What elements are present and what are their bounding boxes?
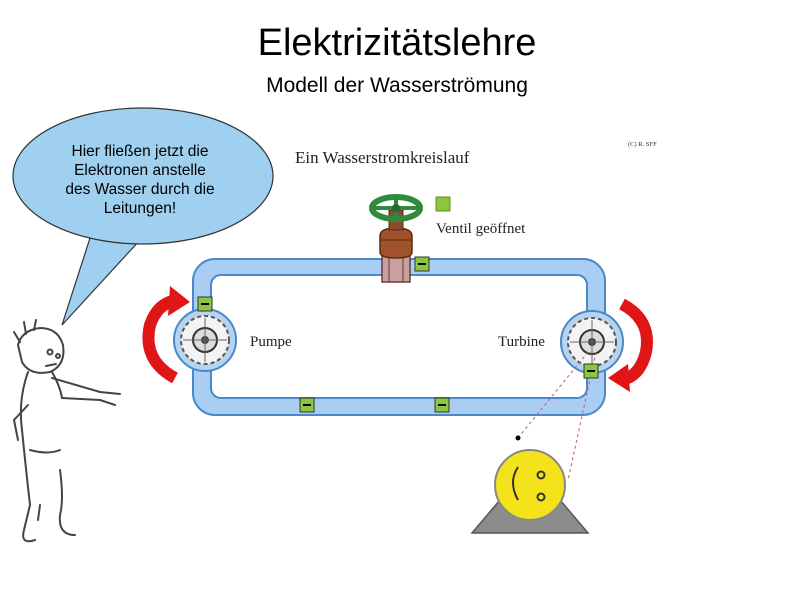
electron-marker	[583, 363, 599, 379]
turbine-label: Turbine	[498, 334, 545, 350]
valve-handwheel	[369, 194, 423, 222]
pump	[173, 308, 237, 372]
drive-belt	[517, 351, 597, 481]
pump-label: Pumpe	[250, 334, 292, 350]
page-subtitle: Modell der Wasserströmung	[266, 74, 528, 97]
speech-line: Hier fließen jetzt die	[71, 143, 209, 160]
speech-bubble-text: Hier fließen jetzt die Elektronen anstel…	[40, 142, 240, 218]
turbine	[560, 310, 624, 374]
copyright-note: (C) R. SFF	[628, 141, 657, 148]
valve	[369, 194, 423, 283]
electron-marker	[197, 296, 213, 312]
turbine-rotation-arrow	[608, 298, 653, 392]
speech-bubble	[12, 107, 274, 326]
electron-marker	[299, 397, 315, 413]
speech-line: Leitungen!	[103, 200, 177, 217]
electron-marker	[414, 256, 430, 272]
belt-dot	[515, 435, 521, 441]
generator-wheel	[470, 449, 590, 534]
page-title: Elektrizitätslehre	[257, 22, 537, 64]
diagram-heading: Ein Wasserstromkreislauf	[295, 148, 470, 167]
valve-status-indicator	[435, 196, 451, 212]
pump-rotation-arrow	[142, 286, 190, 384]
speech-line: des Wasser durch die	[65, 181, 215, 198]
speech-line: Elektronen anstelle	[74, 162, 206, 179]
valve-label: Ventil geöffnet	[436, 221, 526, 237]
pointing-figure	[12, 319, 121, 543]
electron-marker	[434, 397, 450, 413]
